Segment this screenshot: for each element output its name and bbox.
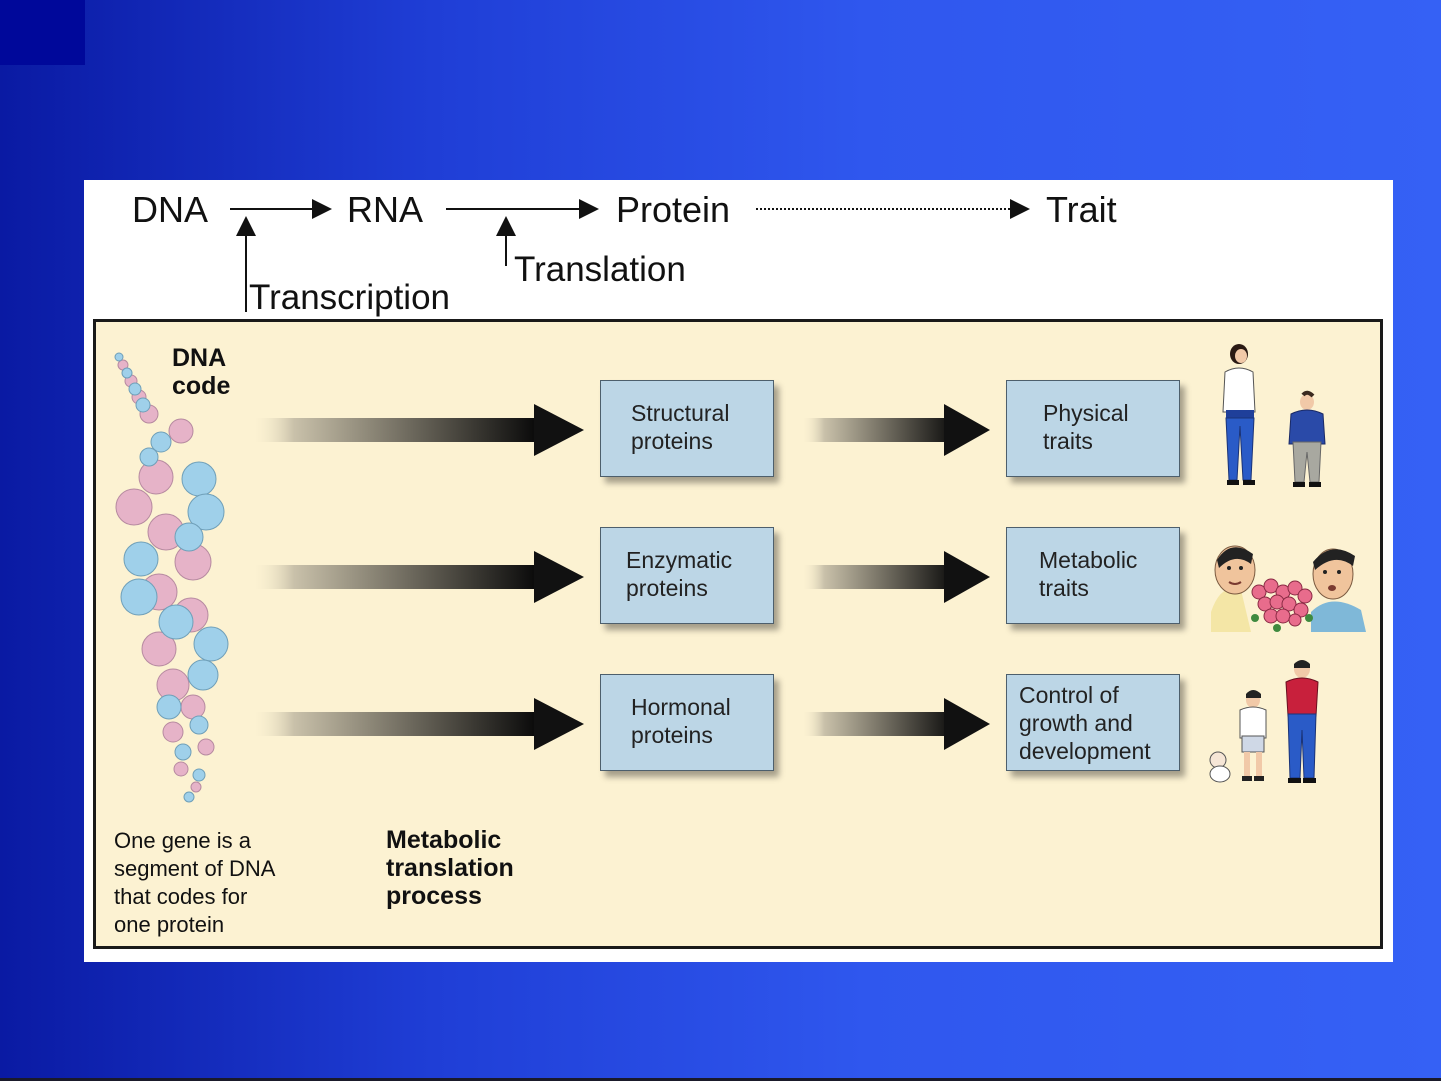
enzymatic-proteins-box: Enzymatic proteins [600, 527, 774, 624]
growth-control-box: Control of growth and development [1006, 674, 1180, 771]
gene-note: One gene is a segment of DNA that codes … [114, 827, 275, 939]
corner-block [0, 0, 85, 65]
people-growth-icon [1206, 660, 1336, 785]
metabolic-diagram: DNA code [93, 319, 1383, 949]
metabolic-traits-box: Metabolic traits [1006, 527, 1180, 624]
people-flowers-metabolic-icon [1211, 542, 1371, 632]
people-physical-traits-icon [1211, 342, 1341, 492]
hormonal-proteins-box: Hormonal proteins [600, 674, 774, 771]
flow-arrows [84, 180, 1393, 320]
diagram-panel: DNA RNA Protein Trait Transcription Tran… [84, 180, 1393, 962]
process-label: Metabolic translation process [386, 826, 514, 910]
physical-traits-box: Physical traits [1006, 380, 1180, 477]
structural-proteins-box: Structural proteins [600, 380, 774, 477]
